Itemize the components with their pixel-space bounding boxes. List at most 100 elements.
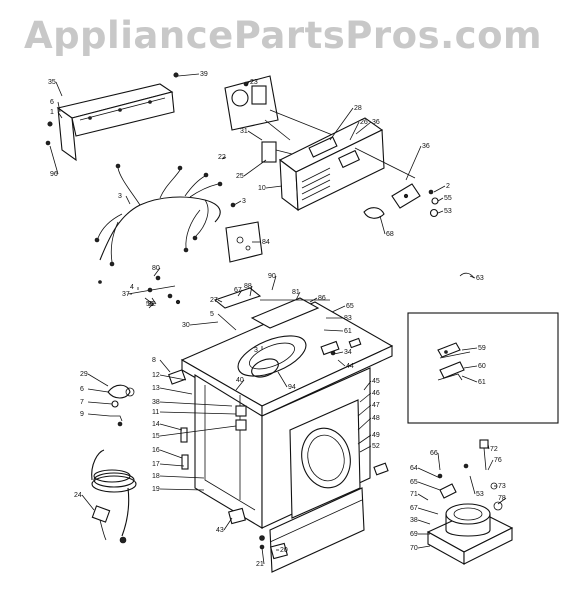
callout-label: 5 [210,311,214,318]
callout-label: 52 [372,443,380,450]
leader-line [159,488,205,491]
callout-label: 65 [410,479,418,486]
watermark: AppliancePartsPros.com [23,14,543,57]
callout-label: 28 [354,105,362,112]
leader-line [497,497,507,505]
leader-line [159,374,187,381]
callout-label: 53 [476,491,484,498]
callout-label: 11 [152,409,159,416]
callout-label: 12 [152,372,160,379]
callout-label: 20 [280,547,288,554]
callout-label: 80 [152,265,160,272]
callout-label: 88 [244,283,252,290]
callout-label: 72 [490,446,498,453]
callout-label: 40 [236,377,244,384]
washer-cabinet [168,287,394,573]
control-console-panel [278,117,416,212]
leader-line [177,73,200,77]
callout-label: 71 [410,491,418,498]
timer-switch-assembly [224,75,341,163]
callout-label: 19 [152,486,160,493]
callout-label: 36 [422,143,430,150]
leader-line [417,545,431,549]
callout-label: 76 [494,457,502,464]
leader-line [461,347,478,351]
callout-label: 50 [146,301,154,308]
leader-line [265,185,283,189]
leader-line [87,373,109,387]
leader-line [379,215,386,235]
leader-line [159,463,185,467]
wiring-harness [94,163,223,267]
callout-label: 3 [118,193,122,200]
leader-line [159,449,183,459]
leader-line [417,481,441,491]
leader-line [237,289,243,297]
callout-label: 61 [478,379,486,386]
callout-label: 46 [372,390,380,397]
callout-label: 61 [344,328,352,335]
callout-label: 44 [346,363,354,370]
callout-label: 18 [152,473,160,480]
callout-label: 17 [152,461,160,468]
callout-label: 3 [242,198,246,205]
leader-line [217,299,223,303]
leader-line [405,145,422,181]
leader-line [235,379,245,391]
callout-label: 25 [236,173,244,180]
leader-line [295,291,301,301]
hardware-cluster [127,275,181,309]
leader-line [469,475,476,495]
leader-line [277,371,288,388]
leader-line [81,494,95,511]
leader-line [437,452,441,471]
leader-line [337,359,346,367]
leader-line [87,413,111,417]
leader-line [245,81,250,87]
callout-label: 69 [410,531,418,538]
leader-line [417,493,429,501]
leader-lines [49,73,507,565]
callout-label: 67 [234,287,242,294]
power-cord [91,449,137,544]
leader-line [233,200,242,206]
callout-label: 15 [152,433,160,440]
leader-line [243,159,267,177]
callout-label: 55 [444,195,452,202]
leader-line [159,475,205,479]
callout-label: 6 [80,386,84,393]
callout-label: 96 [50,171,58,178]
callout-label: 16 [152,447,160,454]
leader-line [57,111,63,119]
callout-label: 83 [344,315,352,322]
leader-line [417,467,441,479]
leader-line [189,321,219,326]
leader-line [151,297,157,305]
leader-line [463,365,478,369]
leader-line [87,388,109,393]
callout-label: 8 [152,357,156,364]
leader-line [221,156,227,160]
callout-label: 30 [182,322,190,329]
leader-line [355,121,372,135]
callout-label: 4 [130,284,134,291]
switch-bracket [230,183,439,219]
callout-label: 64 [410,465,418,472]
leader-line [159,387,193,395]
callout-label: 39 [200,71,208,78]
callout-label: 27 [210,297,218,304]
leader-line [357,404,372,417]
callout-label: 82 [148,301,156,308]
callout-label: 53 [444,208,452,215]
leader-line [49,145,59,175]
callout-label: 47 [372,402,380,409]
callout-label: 34 [344,349,352,356]
leader-line [437,197,444,202]
callout-label: 24 [74,492,82,499]
leader-line [217,313,237,331]
callout-label: 73 [498,483,506,490]
callout-label: 45 [372,378,380,385]
leader-line [57,101,61,113]
leader-line [417,519,431,525]
